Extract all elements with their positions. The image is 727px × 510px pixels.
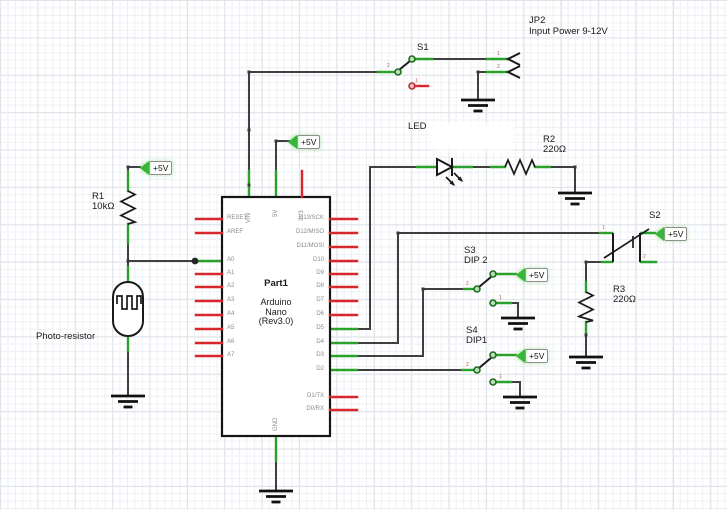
pin-label-d7: D7 bbox=[316, 297, 324, 303]
pin-label-d3: D3 bbox=[316, 352, 324, 358]
pin-label-a2: A2 bbox=[227, 283, 235, 289]
pin-label-d4: D4 bbox=[316, 339, 324, 345]
power-flag-label: +5V bbox=[664, 226, 688, 241]
pin-label-3v3: 3V3 bbox=[299, 210, 305, 221]
power-flag-5v-r1[interactable]: +5V bbox=[140, 160, 173, 175]
arduino-designator: Part1 bbox=[264, 278, 288, 289]
led-label[interactable]: LED bbox=[408, 121, 427, 132]
power-flag-triangle-icon bbox=[516, 348, 525, 363]
jp2-connector[interactable] bbox=[505, 52, 521, 79]
power-flag-triangle-icon bbox=[516, 267, 525, 282]
led-symbol[interactable] bbox=[436, 157, 463, 186]
switch-s1[interactable] bbox=[394, 55, 430, 90]
ground-symbol-s3[interactable] bbox=[501, 316, 535, 331]
pin-label-a4: A4 bbox=[227, 311, 235, 317]
power-flag-5v-s2[interactable]: +5V bbox=[655, 226, 688, 241]
s4-throw-number: 1 bbox=[499, 374, 502, 380]
s4-desc-label[interactable]: DIP1 bbox=[466, 335, 488, 346]
arduino-title: Arduino Nano (Rev3.0) bbox=[232, 297, 320, 327]
wire-junctions bbox=[126, 70, 588, 337]
power-flag-label: +5V bbox=[149, 160, 173, 175]
ground-symbol-r3[interactable] bbox=[569, 355, 603, 370]
s1-unused-number: 1 bbox=[415, 78, 418, 84]
connected-pin-leads[interactable] bbox=[126, 57, 658, 463]
ground-symbol-arduino[interactable] bbox=[259, 489, 293, 504]
erased-text-smudge bbox=[432, 126, 512, 148]
pushbutton-s2[interactable] bbox=[603, 228, 650, 262]
pin-label-a0: A0 bbox=[227, 257, 235, 263]
s4-common-number: 2 bbox=[466, 362, 469, 368]
pin-label-a6: A6 bbox=[227, 339, 235, 345]
ground-symbol-r2[interactable] bbox=[558, 191, 592, 206]
switch-s3[interactable] bbox=[473, 270, 497, 307]
s3-throw-number: 1 bbox=[499, 295, 502, 301]
jp2-pin1-number: 1 bbox=[497, 51, 500, 57]
power-flag-5v-arduino[interactable]: +5V bbox=[288, 134, 321, 149]
r1-name-label[interactable]: R1 bbox=[92, 191, 105, 202]
power-flag-triangle-icon bbox=[288, 134, 297, 149]
pin-label-a7: A7 bbox=[227, 352, 235, 358]
r2-value-label[interactable]: 220Ω bbox=[543, 144, 566, 155]
resistor-r3[interactable] bbox=[576, 291, 595, 323]
pin-label-d5: D5 bbox=[316, 325, 324, 331]
pin-label-d13: D13/SCK bbox=[298, 215, 324, 221]
ground-symbol-jp2[interactable] bbox=[461, 98, 495, 113]
r3-value-label[interactable]: 220Ω bbox=[613, 294, 636, 305]
power-flag-label: +5V bbox=[297, 134, 321, 149]
s3-name-label[interactable]: S3 bbox=[464, 245, 476, 256]
jp2-desc-label[interactable]: Input Power 9-12V bbox=[529, 26, 608, 37]
r3-name-label[interactable]: R3 bbox=[613, 284, 626, 295]
pin-label-a5: A5 bbox=[227, 325, 235, 331]
pin-label-a3: A3 bbox=[227, 297, 235, 303]
s2-label[interactable]: S2 bbox=[649, 210, 661, 221]
pin-label-d0rx: D0/RX bbox=[306, 406, 324, 412]
pin-label-d6: D6 bbox=[316, 311, 324, 317]
arduino-right-pins[interactable] bbox=[328, 217, 359, 412]
power-flag-5v-s3[interactable]: +5V bbox=[516, 267, 549, 282]
switch-s4[interactable] bbox=[473, 351, 497, 386]
photoresistor-label[interactable]: Photo-resistor bbox=[36, 331, 96, 342]
s1-label[interactable]: S1 bbox=[417, 42, 429, 53]
pin-label-5v: 5V bbox=[273, 209, 279, 217]
pin-label-d12: D12/MISO bbox=[295, 229, 324, 235]
power-flag-label: +5V bbox=[525, 348, 549, 363]
resistor-r1[interactable] bbox=[119, 190, 138, 225]
pin-label-d1tx: D1/TX bbox=[306, 393, 324, 399]
pin-label-gnd: GND bbox=[273, 417, 279, 431]
s1-common-number: 2 bbox=[387, 63, 390, 69]
pin-label-d9: D9 bbox=[316, 270, 324, 276]
pin-label-a1: A1 bbox=[227, 270, 235, 276]
r2-name-label[interactable]: R2 bbox=[543, 134, 556, 145]
pin-label-aref: AREF bbox=[227, 229, 244, 235]
s3-desc-label[interactable]: DIP 2 bbox=[464, 255, 488, 266]
jp2-pin2-number: 2 bbox=[497, 64, 500, 70]
pin-label-vin: VIN bbox=[246, 212, 252, 223]
photoresistor-symbol[interactable] bbox=[112, 281, 144, 337]
pin-label-d11: D11/MOSI bbox=[296, 243, 324, 249]
ground-symbol-photoresistor[interactable] bbox=[111, 394, 145, 409]
power-flag-triangle-icon bbox=[655, 226, 664, 241]
s2-pin2-number: 2 bbox=[643, 254, 646, 260]
jp2-name-label[interactable]: JP2 bbox=[529, 15, 546, 26]
power-flag-5v-s4[interactable]: +5V bbox=[516, 348, 549, 363]
s4-name-label[interactable]: S4 bbox=[466, 325, 478, 336]
arduino-nano-part[interactable] bbox=[194, 169, 359, 438]
arduino-title-line1: Arduino bbox=[260, 297, 292, 307]
s2-pin1-number: 1 bbox=[602, 225, 605, 231]
pin-label-reset: RESET bbox=[227, 215, 248, 221]
resistor-r2[interactable] bbox=[504, 157, 536, 177]
pin-label-d8: D8 bbox=[316, 283, 324, 289]
pin-label-d2: D2 bbox=[316, 366, 324, 372]
pin-label-d10: D10 bbox=[312, 257, 324, 263]
arduino-title-line3: (Rev3.0) bbox=[258, 316, 294, 326]
arduino-left-pins[interactable] bbox=[194, 217, 224, 358]
r1-value-label[interactable]: 10kΩ bbox=[92, 201, 115, 212]
arduino-title-line2: Nano bbox=[265, 306, 287, 317]
power-flag-triangle-icon bbox=[140, 160, 149, 175]
s3-common-number: 2 bbox=[466, 281, 469, 287]
ground-symbol-s4[interactable] bbox=[503, 395, 537, 410]
power-flag-label: +5V bbox=[525, 267, 549, 282]
